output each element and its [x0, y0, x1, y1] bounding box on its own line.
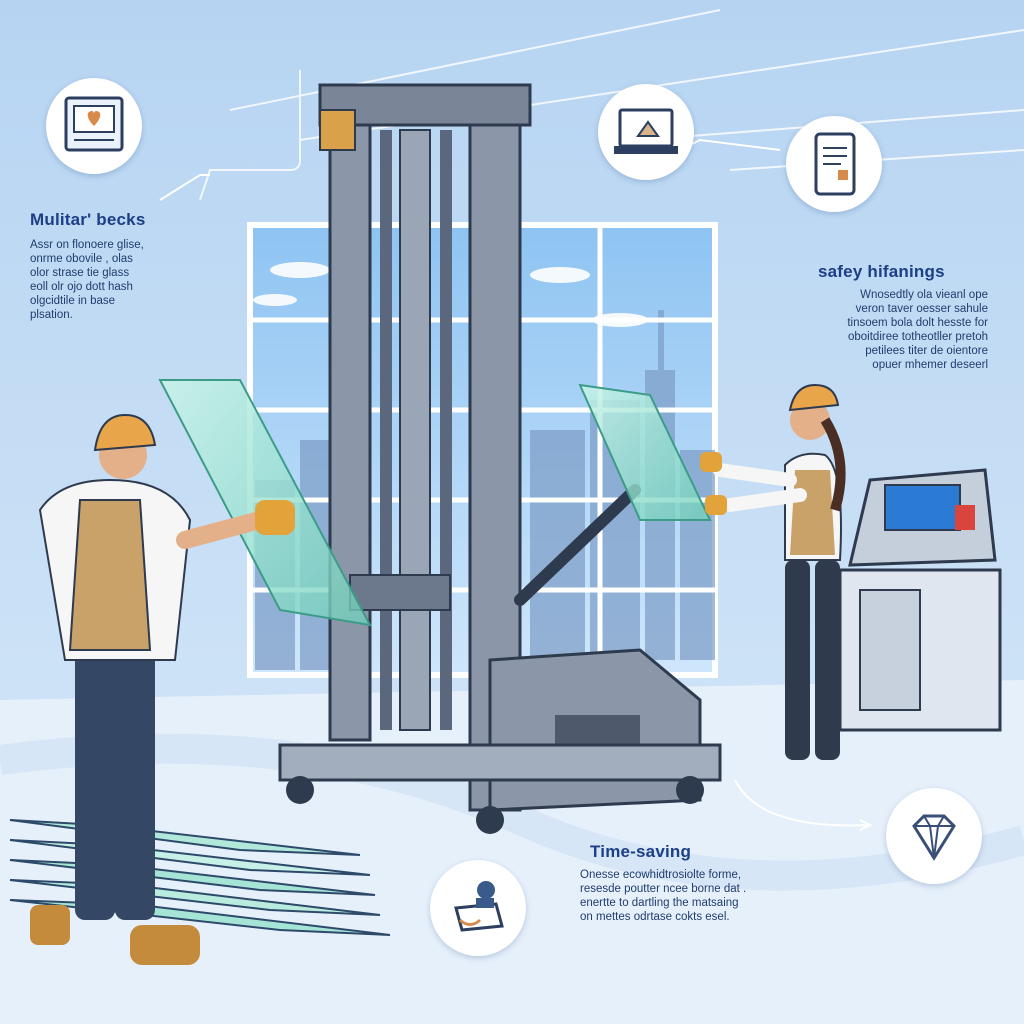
glass-lifting-machine	[278, 83, 722, 834]
safety-line: opuer mhemer deseerl	[872, 359, 988, 371]
tablet-icon	[786, 116, 882, 212]
safety-line: tinsoem bola dolt hesste for	[847, 317, 988, 329]
laptop-icon	[598, 84, 694, 180]
time-line: on mettes odrtase cokts esel.	[580, 911, 730, 923]
diamond-icon	[886, 788, 982, 884]
safety-line: veron taver oesser sahule	[855, 303, 988, 315]
multi-line: eoll olr ojo dott hash	[30, 281, 133, 293]
safety-line: petilees titer de oientore	[865, 345, 988, 357]
female-worker	[700, 383, 846, 760]
control-console	[838, 468, 1002, 732]
multi-line: Assr on flonoere glise,	[30, 239, 144, 251]
time-line: resesde poutter ncee borne dat .	[580, 883, 747, 895]
multi-line: olor strase tie glass	[30, 267, 130, 279]
multi-line: olgcidtile in base	[30, 295, 116, 307]
safety-description: Wnosedtly ola vieanl ope veron taver oes…	[800, 288, 988, 372]
time-line: Onesse ecowhidtrosiolte forme,	[580, 869, 742, 881]
monitor-icon	[46, 78, 142, 174]
multi-line: onrme obovile , olas	[30, 253, 133, 265]
multi-decks-heading: Mulitar' becks	[30, 210, 146, 229]
time-saving-description: Onesse ecowhidtrosiolte forme, resesde p…	[580, 868, 746, 924]
safety-line: Wnosedtly ola vieanl ope	[860, 289, 988, 301]
time-saving-heading: Time-saving	[590, 842, 692, 861]
safety-line: oboitdiree totheotller pretoh	[847, 331, 988, 343]
multi-line: plsation.	[30, 309, 73, 321]
male-worker	[30, 413, 295, 965]
glass-pane-right	[578, 383, 712, 521]
safety-heading: safey hifanings	[818, 262, 945, 281]
multi-decks-description: Assr on flonoere glise, onrme obovile , …	[30, 238, 144, 322]
time-line: enertte to dartling the matsaing	[580, 897, 739, 909]
operator-icon	[430, 860, 526, 956]
